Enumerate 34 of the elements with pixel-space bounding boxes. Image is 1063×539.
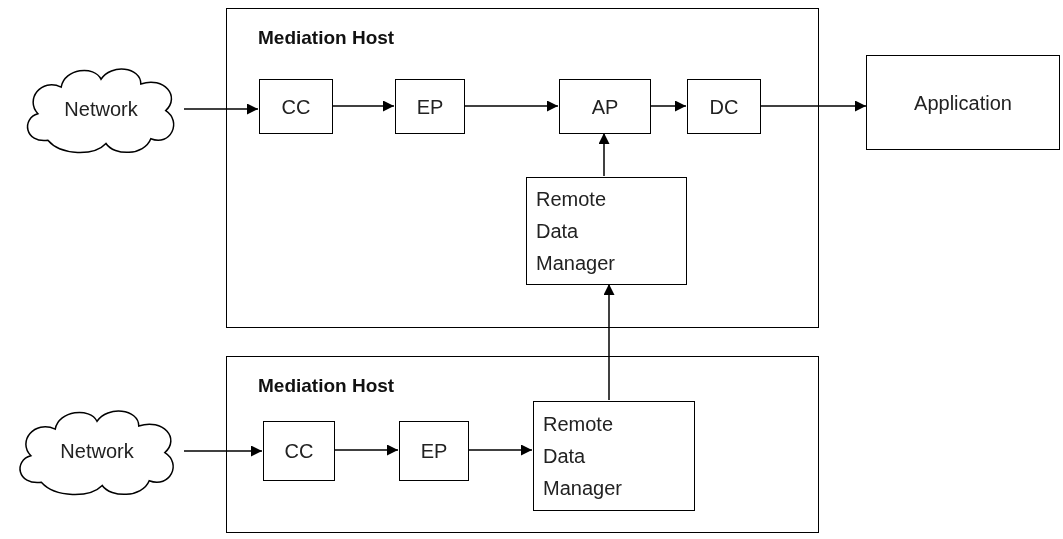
arrow <box>467 444 533 456</box>
process-box <box>259 79 333 134</box>
box-label: DC <box>709 94 739 120</box>
arrow <box>603 283 615 401</box>
box-label: EP <box>416 94 444 120</box>
process-box <box>263 421 335 481</box>
process-box <box>526 177 687 285</box>
host-container <box>226 356 819 533</box>
arrow <box>598 132 610 177</box>
container-heading: Mediation Host <box>258 375 395 397</box>
arrow <box>333 444 399 456</box>
arrow <box>183 103 259 115</box>
container-heading: Mediation Host <box>258 27 395 49</box>
process-box <box>687 79 761 134</box>
process-box <box>395 79 465 134</box>
arrow <box>463 100 559 112</box>
process-box <box>533 401 695 511</box>
process-box <box>559 79 651 134</box>
arrow <box>649 100 687 112</box>
arrow <box>331 100 395 112</box>
box-label: AP <box>591 94 619 120</box>
box-label: EP <box>420 439 448 464</box>
host-container <box>226 8 819 328</box>
arrow <box>759 100 867 112</box>
box-label: CC <box>281 94 311 120</box>
box-label: Remote Data Manager <box>536 187 616 276</box>
arrow <box>183 445 263 457</box>
cloud-label: Network <box>60 439 134 464</box>
cloud-label: Network <box>64 97 138 122</box>
box-label: Remote Data Manager <box>543 412 623 501</box>
process-box <box>399 421 469 481</box>
box-label: Application <box>914 90 1012 116</box>
box-label: CC <box>284 439 314 464</box>
process-box <box>866 55 1060 150</box>
